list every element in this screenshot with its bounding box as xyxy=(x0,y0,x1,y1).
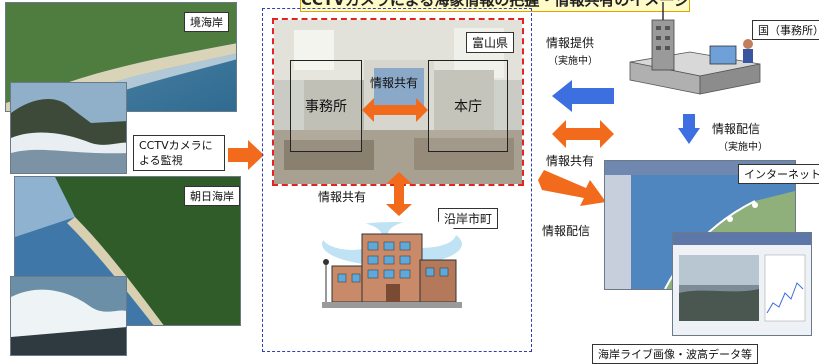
cctv-monitoring-text: CCTVカメラによる監視 xyxy=(139,139,213,167)
office-box: 事務所 xyxy=(290,60,362,152)
national-share-label: 情報共有 xyxy=(546,154,595,168)
cctv-monitoring-label: CCTVカメラによる監視 xyxy=(133,135,225,171)
headquarters-box: 本庁 xyxy=(428,60,508,152)
photo-label-asahi: 朝日海岸 xyxy=(184,186,240,206)
headquarters-label: 本庁 xyxy=(454,99,482,115)
region-boundary xyxy=(262,8,532,352)
toyama-prefecture-label: 富山県 xyxy=(466,32,515,53)
internet-live-camera-screenshot xyxy=(672,232,812,336)
arrow-toyama-to-internet xyxy=(538,170,606,206)
national-provide-status: （実施中） xyxy=(548,56,598,67)
national-provide-label: 情報提供 xyxy=(546,36,595,50)
internet-caption: 海岸ライブ画像・波高データ等 xyxy=(592,344,758,364)
coastal-municipalities-label: 沿岸市町 xyxy=(438,208,499,229)
arrow-national-to-toyama xyxy=(552,80,614,112)
arrow-toyama-national-share xyxy=(552,120,614,148)
photo-breakwater-waves xyxy=(10,276,127,356)
arrow-cctv-to-toyama xyxy=(228,140,264,170)
office-label: 事務所 xyxy=(305,99,347,115)
internet-label: インターネット xyxy=(738,164,819,184)
diagram-title: CCTVカメラによる海象情報の把握・情報共有のイメージ xyxy=(300,0,690,12)
national-distribute-status: （実施中） xyxy=(718,142,768,153)
photo-wave-rocks xyxy=(10,82,127,174)
national-office-label: 国（事務所） xyxy=(752,20,819,40)
toyama-share-label: 情報共有 xyxy=(370,76,419,90)
national-office-illustration xyxy=(629,2,761,95)
arrow-toyama-coastal-share xyxy=(386,172,412,216)
arrow-national-to-internet xyxy=(678,114,700,144)
internet-distribute-label: 情報配信 xyxy=(542,224,591,238)
national-distribute-label: 情報配信 xyxy=(712,122,761,136)
coastal-share-label: 情報共有 xyxy=(318,190,367,204)
municipal-building-illustration xyxy=(322,220,462,308)
arrow-office-hq-share xyxy=(362,98,428,122)
photo-label-sakai: 境海岸 xyxy=(184,12,229,32)
